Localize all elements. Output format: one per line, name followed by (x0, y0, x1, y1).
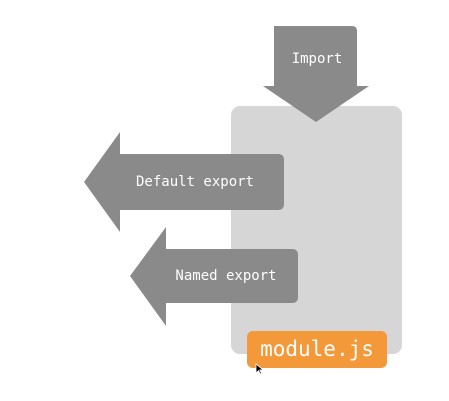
named-export-arrow (130, 227, 298, 326)
module-file-badge: module.js (247, 331, 387, 368)
import-arrow (263, 26, 369, 122)
module-box (231, 106, 402, 354)
default-export-label: Default export (135, 174, 254, 190)
mouse-pointer-icon (255, 363, 265, 375)
named-export-label: Named export (175, 268, 277, 284)
import-label: Import (291, 51, 343, 67)
default-export-arrow (84, 132, 284, 232)
